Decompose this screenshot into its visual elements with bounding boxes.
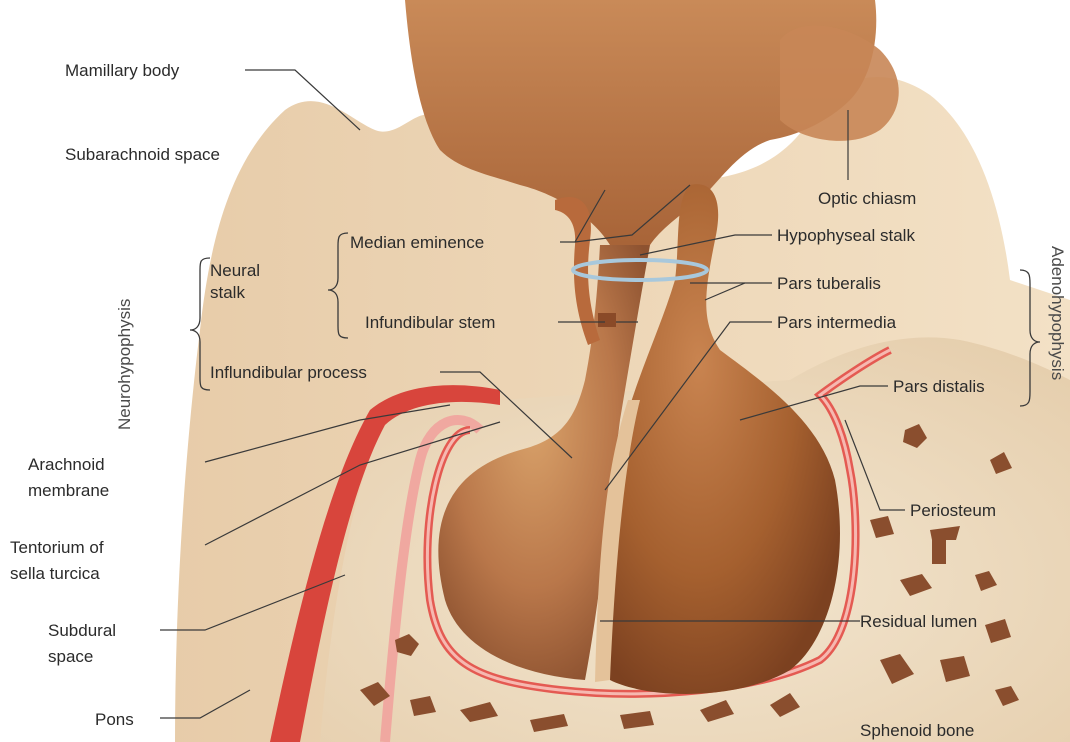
label-tentorium-1: Tentorium of: [10, 538, 104, 557]
label-arachnoid-1: Arachnoid: [28, 455, 105, 474]
label-pars-distalis: Pars distalis: [893, 377, 985, 396]
label-subarachnoid-space: Subarachnoid space: [65, 145, 220, 164]
label-pons: Pons: [95, 710, 134, 729]
infundibular-stem-marker: [598, 313, 616, 327]
label-pars-tuberalis: Pars tuberalis: [777, 274, 881, 293]
label-tentorium-2: sella turcica: [10, 564, 100, 583]
label-residual-lumen: Residual lumen: [860, 612, 977, 631]
label-adenohypophysis: Adenohypophysis: [1048, 246, 1067, 380]
label-arachnoid-2: membrane: [28, 481, 109, 500]
label-neural-stalk-2: stalk: [210, 283, 245, 302]
label-sphenoid-bone: Sphenoid bone: [860, 721, 974, 740]
label-periosteum: Periosteum: [910, 501, 996, 520]
label-optic-chiasm: Optic chiasm: [818, 189, 916, 208]
label-median-eminence: Median eminence: [350, 233, 484, 252]
label-neurohypophysis: Neurohypophysis: [115, 299, 134, 430]
optic-chiasm-shape: [780, 26, 899, 141]
label-subdural-2: space: [48, 647, 93, 666]
label-mamillary-body: Mamillary body: [65, 61, 180, 80]
label-pars-intermedia: Pars intermedia: [777, 313, 897, 332]
label-subdural-1: Subdural: [48, 621, 116, 640]
label-infundibular-stem: Infundibular stem: [365, 313, 495, 332]
label-infundibular-process: Influndibular process: [210, 363, 367, 382]
label-hypophyseal-stalk: Hypophyseal stalk: [777, 226, 915, 245]
label-neural-stalk-1: Neural: [210, 261, 260, 280]
